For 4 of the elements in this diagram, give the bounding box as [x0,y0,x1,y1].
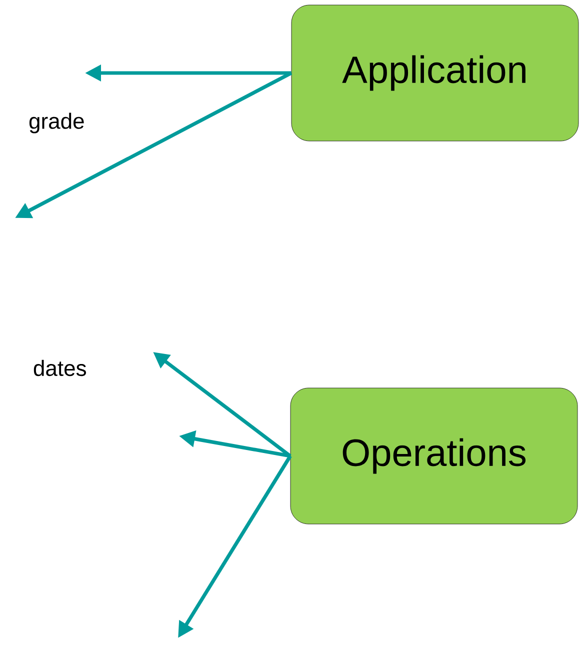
process-box: Operations [290,388,578,524]
label-text: dates [34,360,86,376]
process-box: Application [291,4,579,142]
label-text: grade [29,112,84,134]
